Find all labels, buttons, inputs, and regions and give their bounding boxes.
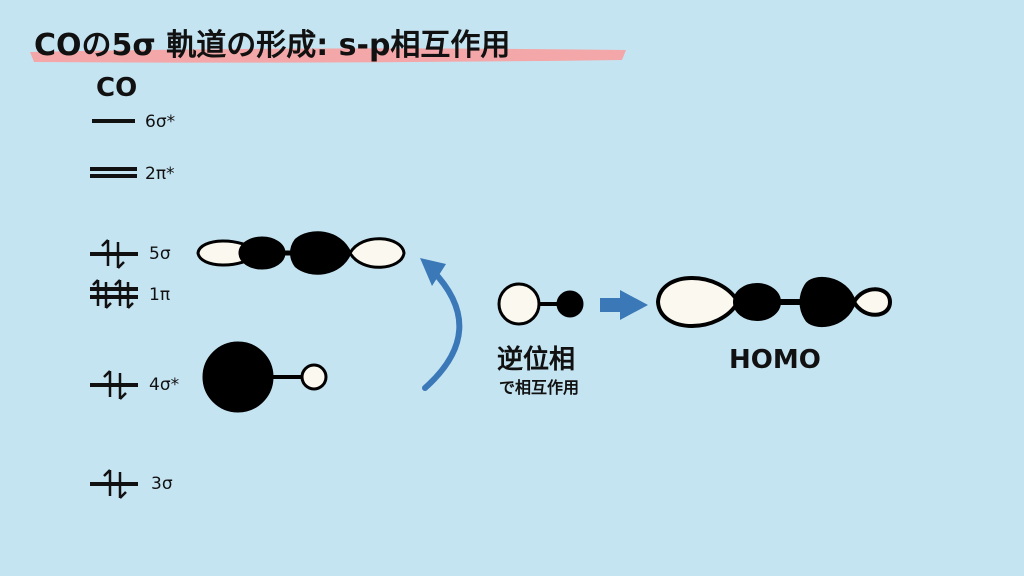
level-label: 1π: [149, 285, 170, 305]
electron-pair-icon: [101, 239, 125, 269]
level-label: 4σ*: [149, 375, 179, 395]
level-label: 2π*: [145, 164, 175, 184]
level-label: 3σ: [151, 474, 173, 494]
level-label: 6σ*: [145, 112, 175, 132]
phase-sub-label: で相互作用: [499, 378, 579, 397]
level-5sigma: 5σ: [90, 239, 171, 269]
interaction-arrow-curved: [422, 267, 463, 391]
level-label: 5σ: [149, 244, 171, 264]
electron-pair-icon: [103, 370, 127, 400]
page-title: COの5σ 軌道の形成: s-p相互作用: [34, 28, 510, 63]
orbital-sp-pair: [497, 282, 584, 326]
level-1pi: 1π: [90, 279, 170, 309]
phase-label: 逆位相: [497, 344, 575, 375]
homo-label: HOMO: [729, 345, 821, 375]
energy-levels: 6σ* 2π* 5σ 1π: [90, 112, 179, 499]
electron-pair-icon: [103, 469, 127, 499]
orbital-4sigma-star-shape: [202, 341, 328, 413]
result-arrow-icon: [600, 290, 648, 320]
electron-pair-icon: [92, 279, 134, 309]
orbital-homo-shape: [655, 276, 893, 328]
level-6sigma-star: 6σ*: [92, 112, 175, 132]
orbital-5sigma-shape: [196, 231, 406, 275]
level-3sigma: 3σ: [90, 469, 173, 499]
arrowhead-icon: [420, 258, 446, 286]
title-highlight: [30, 48, 626, 63]
molecule-label: CO: [96, 73, 137, 103]
level-4sigma-star: 4σ*: [90, 370, 179, 400]
level-2pi-star: 2π*: [90, 164, 175, 184]
